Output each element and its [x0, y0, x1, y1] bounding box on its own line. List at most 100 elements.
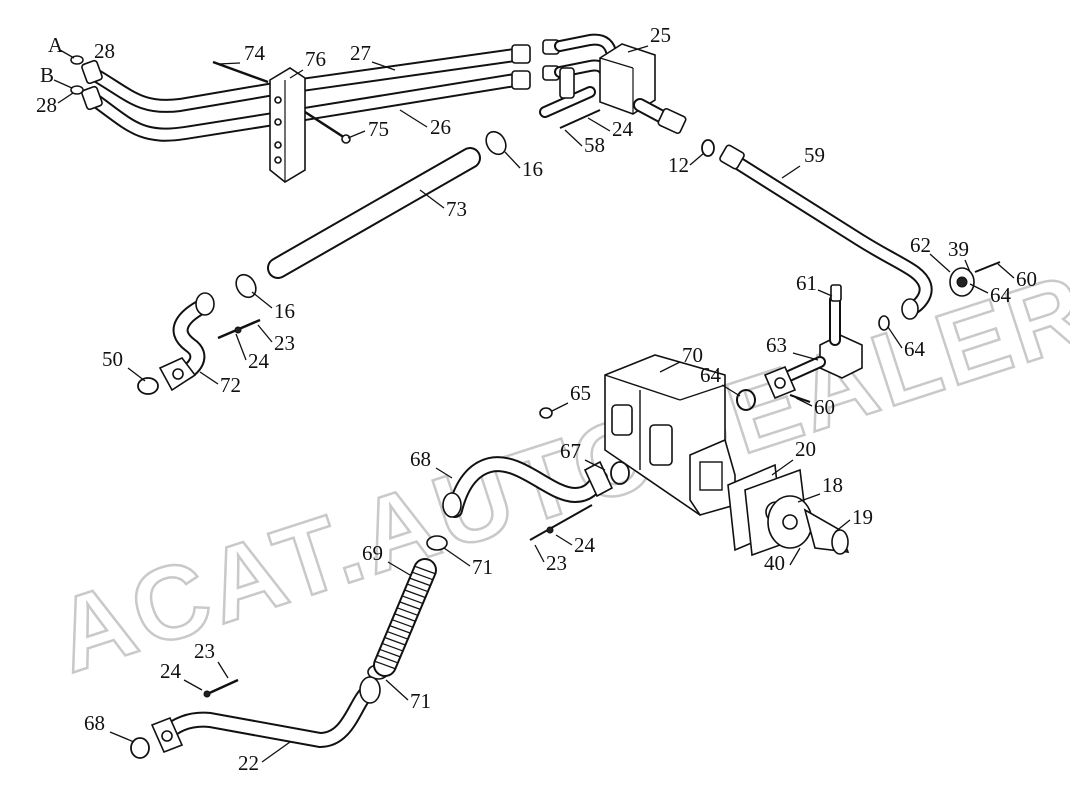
callout-24b: 24: [248, 349, 270, 373]
callout-24c: 24: [574, 533, 596, 557]
callout-25: 25: [650, 23, 671, 47]
callout-28a: 28: [94, 39, 115, 63]
leader-61: [817, 289, 833, 297]
oring-50: [137, 377, 159, 395]
hose-73: [267, 147, 481, 279]
leader-23b: [534, 544, 545, 563]
leader-65: [551, 402, 569, 412]
distribution-block-25: [599, 43, 656, 115]
callout-40: 40: [764, 551, 785, 575]
callout-16a: 16: [522, 157, 543, 181]
callout-65: 65: [570, 381, 591, 405]
callout-74: 74: [244, 41, 266, 65]
bolt-23-lower: [203, 678, 239, 698]
leader-40: [789, 547, 801, 566]
leader-60a: [997, 263, 1015, 279]
hose-26: [85, 73, 522, 142]
leader-64c: [721, 384, 741, 397]
leader-19: [834, 519, 851, 533]
callout-59: 59: [804, 143, 825, 167]
leader-A: [59, 49, 75, 59]
leader-27: [371, 61, 396, 71]
leader-23a: [257, 324, 273, 343]
oring-64-mid: [736, 389, 756, 411]
leader-71b: [385, 679, 409, 701]
leader-72: [199, 371, 219, 385]
callout-28b: 28: [36, 93, 57, 117]
leader-62: [929, 253, 951, 273]
bolt-23-mid: [529, 504, 593, 541]
leader-18: [797, 493, 821, 503]
leader-76: [289, 69, 304, 79]
callout-26: 26: [430, 115, 451, 139]
callout-B: B: [40, 63, 54, 87]
callout-60b: 60: [814, 395, 835, 419]
oring-28-b: [70, 85, 84, 95]
flange-62: [949, 261, 1001, 297]
callout-71a: 71: [472, 555, 493, 579]
elbow-63: [763, 294, 863, 403]
callout-76: 76: [305, 47, 326, 71]
leader-50: [127, 367, 146, 382]
callout-24a: 24: [612, 117, 634, 141]
leader-73: [419, 189, 445, 209]
callout-23c: 23: [194, 639, 215, 663]
leader-12: [689, 152, 705, 166]
leader-24d: [183, 679, 203, 691]
leader-68a: [435, 467, 453, 479]
callout-68b: 68: [84, 711, 105, 735]
pipe-68-upper: [442, 456, 614, 518]
callout-64a: 64: [990, 283, 1012, 307]
leader-71a: [443, 547, 471, 567]
callout-A: A: [48, 33, 64, 57]
callout-72: 72: [220, 373, 241, 397]
leader-67: [584, 459, 606, 471]
oring-28-a: [70, 55, 84, 65]
callout-12: 12: [668, 153, 689, 177]
leader-28b: [57, 92, 74, 104]
elbow-fitting: [539, 67, 601, 129]
bolt-74: [212, 60, 269, 84]
leader-75: [347, 130, 366, 139]
oring-67: [610, 461, 630, 485]
callout-64c: 64: [700, 363, 722, 387]
callout-61: 61: [796, 271, 817, 295]
leader-74: [217, 62, 241, 65]
pump-70: [604, 354, 736, 516]
leader-24b: [235, 333, 247, 361]
clamp-bracket-76: [269, 67, 306, 183]
clamp-16-top: [485, 130, 507, 156]
callout-20: 20: [795, 437, 816, 461]
leader-22: [261, 741, 291, 763]
leader-64a: [969, 283, 989, 294]
callout-27: 27: [350, 41, 371, 65]
clamp-16-bottom: [235, 273, 257, 299]
leader-39: [964, 259, 971, 273]
leader-64b: [887, 326, 903, 349]
callout-70: 70: [682, 343, 703, 367]
callout-23a: 23: [274, 331, 295, 355]
callout-24d: 24: [160, 659, 182, 683]
leader-24c: [555, 534, 573, 546]
callout-73: 73: [446, 197, 467, 221]
leader-63: [792, 352, 819, 361]
leader-68b: [109, 731, 135, 743]
callout-63: 63: [766, 333, 787, 357]
callout-50: 50: [102, 347, 123, 371]
pipe-72: [158, 292, 215, 392]
leader-59: [781, 165, 801, 179]
pipe-59: [719, 144, 933, 320]
leader-16a: [504, 151, 521, 169]
leader-20: [771, 459, 794, 476]
coupling-19: [767, 495, 850, 555]
fitting-61: [830, 284, 842, 302]
leader-24a: [587, 117, 611, 132]
leader-23c: [217, 661, 229, 679]
hose-27: [85, 48, 522, 113]
washer-65: [539, 407, 553, 419]
bolt-23-upper: [217, 318, 261, 340]
oring-64-right: [878, 315, 890, 331]
callout-67: 67: [560, 439, 581, 463]
